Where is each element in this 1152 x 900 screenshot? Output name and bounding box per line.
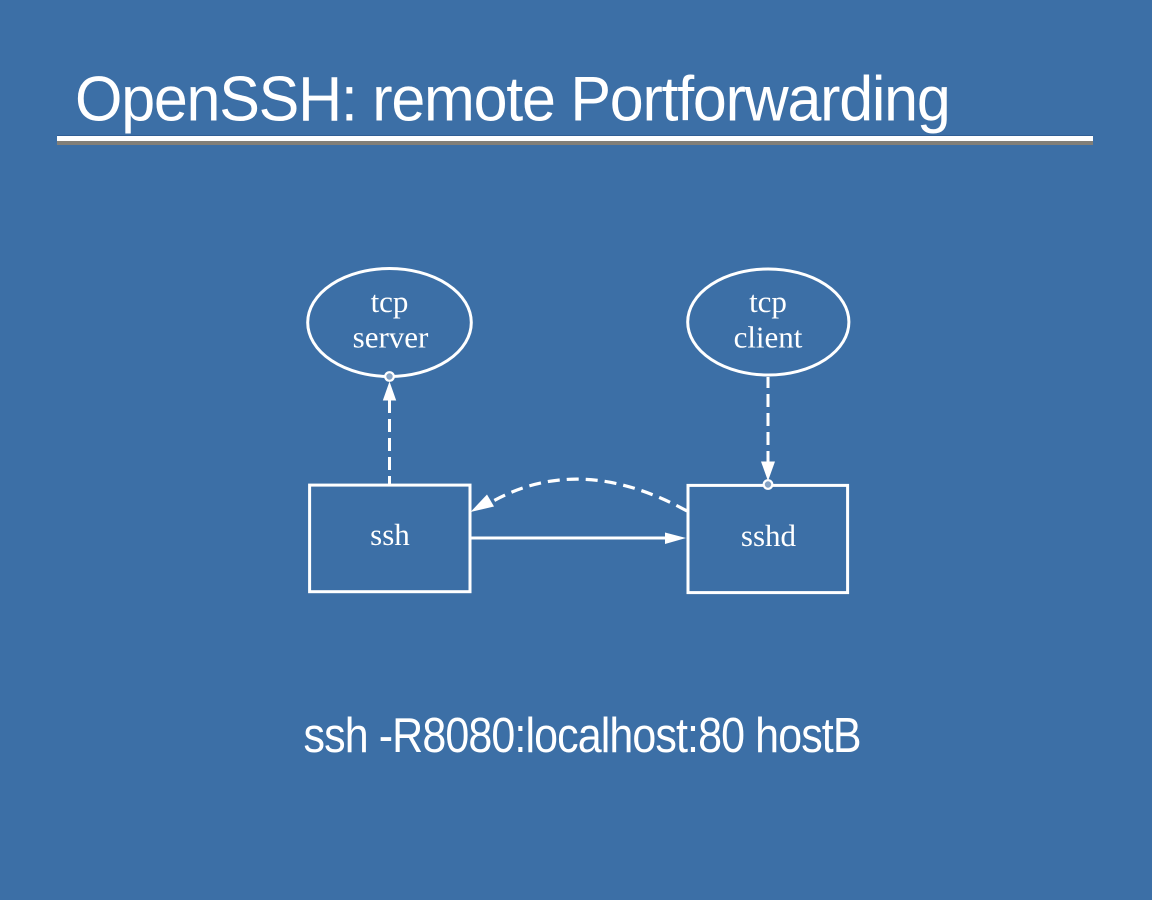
svg-text:ssh: ssh <box>370 517 410 552</box>
svg-text:sshd: sshd <box>741 518 797 553</box>
svg-text:tcp: tcp <box>749 284 787 319</box>
svg-text:server: server <box>353 320 429 355</box>
svg-text:client: client <box>734 320 803 355</box>
svg-text:tcp: tcp <box>371 284 409 319</box>
